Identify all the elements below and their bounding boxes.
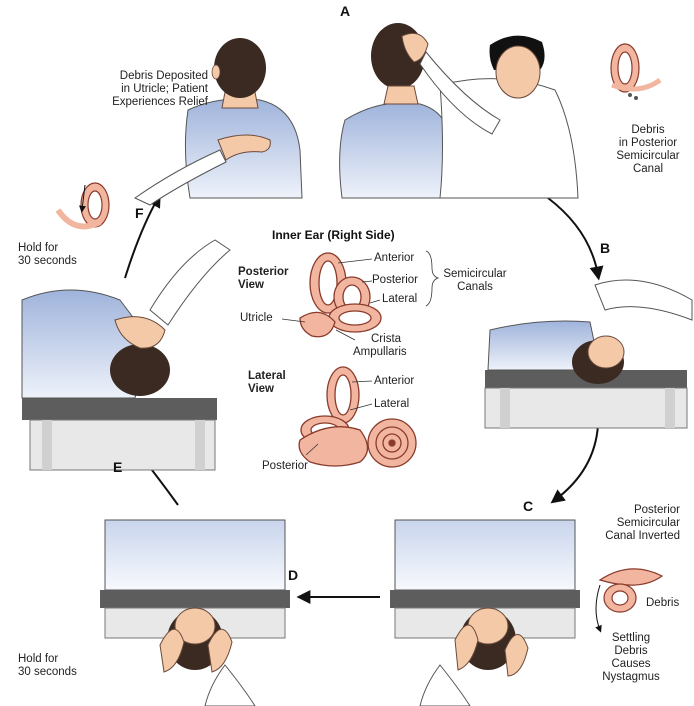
step-label-f: F [135, 205, 144, 221]
vestibule [298, 426, 369, 467]
caption-canal-inverted: Posterior Semicircular Canal Inverted [605, 504, 680, 542]
arrow-b-to-c [550, 424, 599, 504]
panel-b-lying-supine [484, 279, 693, 429]
label-anterior-lateral-view: Anterior [374, 375, 415, 387]
step-label-c: C [523, 498, 534, 514]
panel-e-side-lying [21, 239, 231, 471]
doctor-c-hand-right [504, 634, 529, 677]
step-label-a: A [340, 3, 351, 19]
label-posterior: Posterior [372, 274, 419, 286]
label-crista-ampullaris: Crista Ampullaris [353, 333, 407, 358]
step-label-d: D [288, 567, 299, 583]
table-e-leg-right [195, 420, 205, 470]
patient-b-body [487, 320, 601, 371]
doctor-a-hand-on-head [401, 32, 429, 63]
utricle-shape [299, 311, 336, 338]
doctor-e-hands [114, 316, 166, 349]
table-e-base [29, 419, 216, 471]
caption-hold-top: Hold for 30 seconds [18, 242, 77, 267]
patient-b-face [587, 335, 625, 369]
step-label-b: B [600, 240, 611, 256]
panel-d-head-hanging [100, 519, 290, 706]
leader-lines [281, 250, 440, 456]
table-e-leg-left [42, 420, 52, 470]
patient-ear [211, 64, 221, 80]
doctor-arm-sleeve [134, 149, 227, 206]
doctor-d-hand-left [159, 628, 185, 673]
caption-settling-debris: Settling Debris Causes Nystagmus [602, 632, 660, 683]
posterior-view-heading: Posterior View [238, 266, 289, 291]
inner-ear-posterior-view [299, 252, 382, 338]
table-c-top [390, 590, 580, 608]
caption-debris-deposited: Debris Deposited in Utricle; Patient Exp… [112, 70, 208, 108]
inner-ear-lateral-view [298, 366, 417, 468]
doctor-a-face [495, 45, 541, 99]
doctor-b-arm [594, 279, 693, 321]
panel-c-head-hanging [390, 519, 580, 706]
label-lateral-lateral-view: Lateral [374, 398, 410, 410]
doctor-d-hand-right [207, 628, 233, 673]
label-anterior: Anterior [374, 252, 415, 264]
panel-f-patient-seated [134, 38, 303, 206]
table-b-leg-left [500, 388, 510, 428]
label-semicircular-canals: Semicircular Canals [443, 268, 507, 293]
doctor-e-arm [149, 239, 231, 326]
label-posterior-lateral-view: Posterior [262, 460, 309, 472]
ear-icon-f [55, 182, 110, 230]
inner-ear-title: Inner Ear (Right Side) [272, 228, 395, 242]
lateral-view-heading: Lateral View [248, 370, 286, 395]
caption-hold-bottom: Hold for 30 seconds [18, 653, 77, 678]
caption-debris-posterior-canal: Debris in Posterior Semicircular Canal [616, 124, 680, 175]
patient-e-head [110, 344, 170, 396]
doctor-c-sleeve [419, 664, 471, 706]
panel-a-head-turn [339, 23, 579, 199]
doctor-hand [217, 134, 271, 161]
doctor-c-hand-left [454, 624, 479, 671]
patient-a-shirt [339, 102, 455, 199]
ear-icon-a [610, 43, 662, 100]
table-b-base [484, 387, 688, 429]
bed-d-sheet [104, 519, 286, 591]
arrow-a-to-b [547, 197, 604, 281]
table-d-top [100, 590, 290, 608]
patient-d-face [174, 607, 216, 645]
table-b-leg-right [665, 388, 675, 428]
cycle-arrows [124, 193, 604, 604]
doctor-d-sleeve [204, 664, 256, 706]
label-lateral: Lateral [382, 293, 418, 305]
doctor-a-arm [419, 51, 501, 135]
patient-head-back [214, 38, 266, 98]
table-e-top [22, 398, 217, 420]
label-utricle: Utricle [240, 312, 273, 324]
arrow-e-to-f [124, 193, 161, 279]
patient-a-neck [383, 85, 419, 105]
caption-debris-c: Debris [646, 597, 680, 609]
ear-icon-c [595, 568, 664, 633]
step-label-e: E [113, 459, 123, 475]
bed-c-sheet [394, 519, 576, 591]
